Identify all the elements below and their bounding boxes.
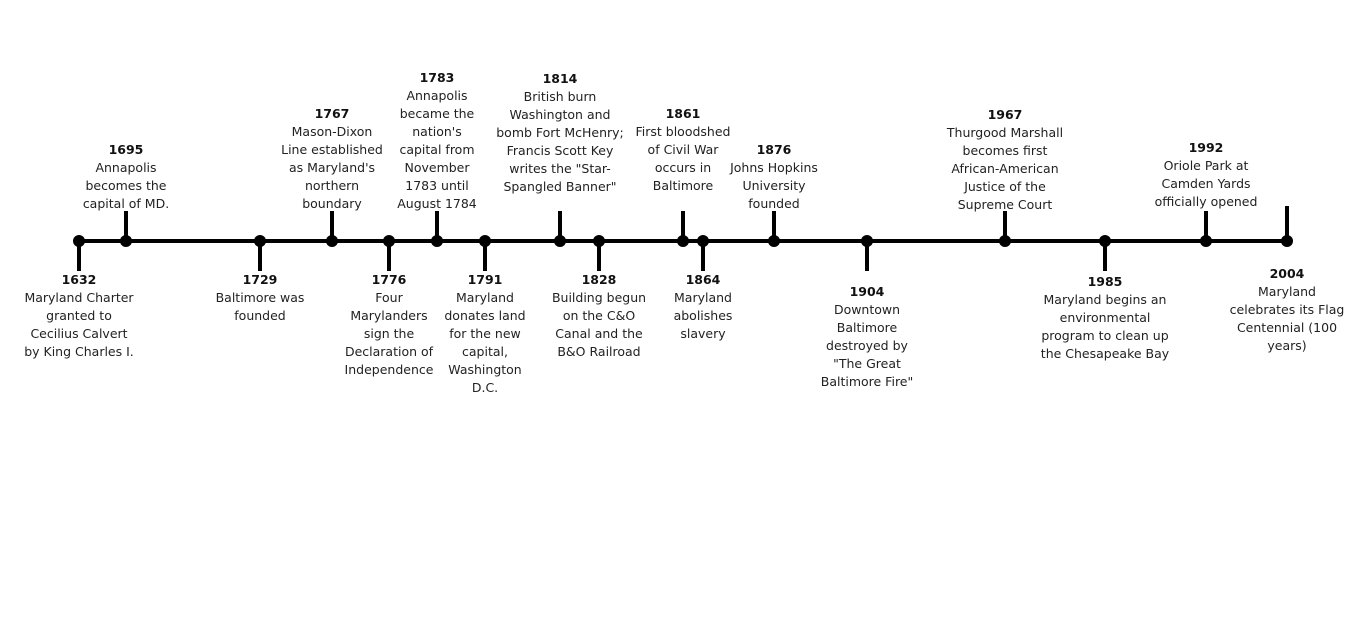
- event-description: Maryland Charter granted to Cecilius Cal…: [24, 290, 134, 359]
- event-year: 1767: [314, 106, 350, 121]
- event-year: 1776: [371, 272, 407, 287]
- event-description: Maryland celebrates its Flag Centennial …: [1229, 284, 1345, 353]
- event-description: Thurgood Marshall becomes first African-…: [946, 125, 1064, 212]
- event-year: 1967: [987, 107, 1023, 122]
- event-year: 2004: [1269, 266, 1305, 281]
- event-description: Four Marylanders sign the Declaration of…: [344, 290, 434, 377]
- timeline-marker-1992: [1200, 235, 1212, 247]
- event-description: Baltimore was founded: [215, 290, 305, 323]
- timeline-tick-1791: [483, 241, 487, 271]
- event-description: Maryland donates land for the new capita…: [444, 290, 526, 395]
- event-description: Annapolis becomes the capital of MD.: [82, 160, 170, 211]
- timeline-tick-1967: [1003, 211, 1007, 241]
- timeline-tick-1783: [435, 211, 439, 241]
- timeline-tick-1861: [681, 211, 685, 241]
- timeline-tick-2004: [1285, 206, 1289, 241]
- event-description: Mason-Dixon Line established as Maryland…: [281, 124, 383, 211]
- timeline-tick-1876: [772, 211, 776, 241]
- timeline-marker-1876: [768, 235, 780, 247]
- timeline-marker-1861: [677, 235, 689, 247]
- timeline-marker-1791: [479, 235, 491, 247]
- timeline-tick-1632: [77, 241, 81, 271]
- event-year: 1828: [581, 272, 617, 287]
- timeline-tick-1767: [330, 211, 334, 241]
- timeline-tick-1776: [387, 241, 391, 271]
- event-description: Maryland abolishes slavery: [673, 290, 733, 341]
- event-description: Building begun on the C&O Canal and the …: [551, 290, 647, 359]
- event-year: 1791: [467, 272, 503, 287]
- timeline-tick-1828: [597, 241, 601, 271]
- timeline-marker-1828: [593, 235, 605, 247]
- timeline-marker-1632: [73, 235, 85, 247]
- event-year: 1729: [242, 272, 278, 287]
- event-year: 1904: [849, 284, 885, 299]
- event-year: 1632: [61, 272, 97, 287]
- timeline-tick-1992: [1204, 211, 1208, 241]
- timeline-tick-1864: [701, 241, 705, 271]
- event-year: 1864: [685, 272, 721, 287]
- timeline-tick-1985: [1103, 241, 1107, 271]
- timeline-tick-1695: [124, 211, 128, 241]
- timeline-marker-1814: [554, 235, 566, 247]
- timeline-marker-2004: [1281, 235, 1293, 247]
- event-description: Downtown Baltimore destroyed by "The Gre…: [820, 302, 914, 389]
- timeline-marker-1864: [697, 235, 709, 247]
- timeline-tick-1904: [865, 241, 869, 271]
- event-year: 1992: [1188, 140, 1224, 155]
- event-year: 1861: [665, 106, 701, 121]
- event-description: Maryland begins an environmental program…: [1040, 292, 1170, 361]
- event-year: 1814: [542, 71, 578, 86]
- event-description: British burn Washington and bomb Fort Mc…: [496, 89, 624, 194]
- timeline-marker-1967: [999, 235, 1011, 247]
- event-description: Johns Hopkins University founded: [730, 160, 818, 211]
- event-year: 1783: [419, 70, 455, 85]
- timeline-marker-1904: [861, 235, 873, 247]
- event-year: 1876: [756, 142, 792, 157]
- timeline-tick-1814: [558, 211, 562, 241]
- event-year: 1985: [1087, 274, 1123, 289]
- timeline-marker-1729: [254, 235, 266, 247]
- event-description: Annapolis became the nation's capital fr…: [397, 88, 477, 211]
- event-description: First bloodshed of Civil War occurs in B…: [635, 124, 731, 193]
- event-year: 1695: [108, 142, 144, 157]
- timeline-tick-1729: [258, 241, 262, 271]
- timeline-marker-1985: [1099, 235, 1111, 247]
- timeline-marker-1783: [431, 235, 443, 247]
- event-description: Oriole Park at Camden Yards officially o…: [1154, 158, 1258, 209]
- timeline-marker-1776: [383, 235, 395, 247]
- timeline-marker-1767: [326, 235, 338, 247]
- timeline-marker-1695: [120, 235, 132, 247]
